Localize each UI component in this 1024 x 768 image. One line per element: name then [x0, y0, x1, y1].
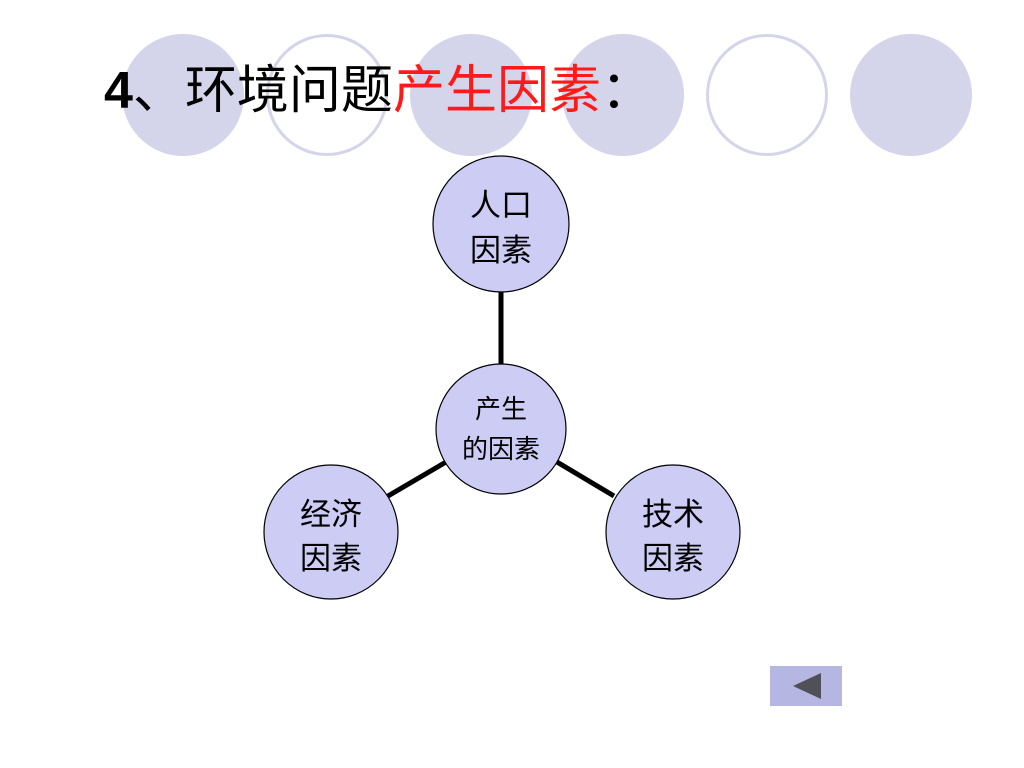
connectors [386, 291, 616, 499]
title-prefix: 、环境问题 [132, 61, 393, 121]
decor-circle-4 [562, 34, 684, 156]
decor-circle-2 [266, 34, 388, 156]
connector-left [386, 459, 448, 499]
node-center-line1: 产生 [475, 395, 527, 425]
title-number: 4 [104, 62, 133, 120]
triangle-left-icon [793, 673, 821, 699]
title-highlight: 产生因素 [392, 61, 601, 121]
node-population-line2: 因素 [470, 233, 532, 269]
node-technology-line2: 因素 [642, 541, 704, 577]
title-suffix: ： [600, 61, 653, 121]
node-population: 人口 因素 [432, 155, 570, 293]
node-technology-line1: 技术 [642, 497, 704, 533]
node-center-circle [435, 363, 567, 495]
node-technology: 技术 因素 [605, 464, 741, 600]
connector-right [555, 459, 616, 499]
node-population-circle [432, 155, 570, 293]
decor-circle-6 [850, 34, 972, 156]
node-economy-circle [263, 464, 399, 600]
node-center-line2: 的因素 [462, 435, 540, 465]
node-technology-circle [605, 464, 741, 600]
node-economy: 经济 因素 [263, 464, 399, 600]
node-economy-line2: 因素 [300, 541, 362, 577]
node-economy-line1: 经济 [300, 497, 362, 533]
decor-circle-3 [410, 34, 532, 156]
decor-circle-1 [122, 34, 244, 156]
node-population-line1: 人口 [470, 188, 532, 224]
decor-circle-5 [706, 34, 828, 156]
back-button[interactable] [770, 666, 842, 706]
node-center: 产生 的因素 [435, 363, 567, 495]
slide-title: 4、环境问题产生因素： [104, 56, 653, 126]
